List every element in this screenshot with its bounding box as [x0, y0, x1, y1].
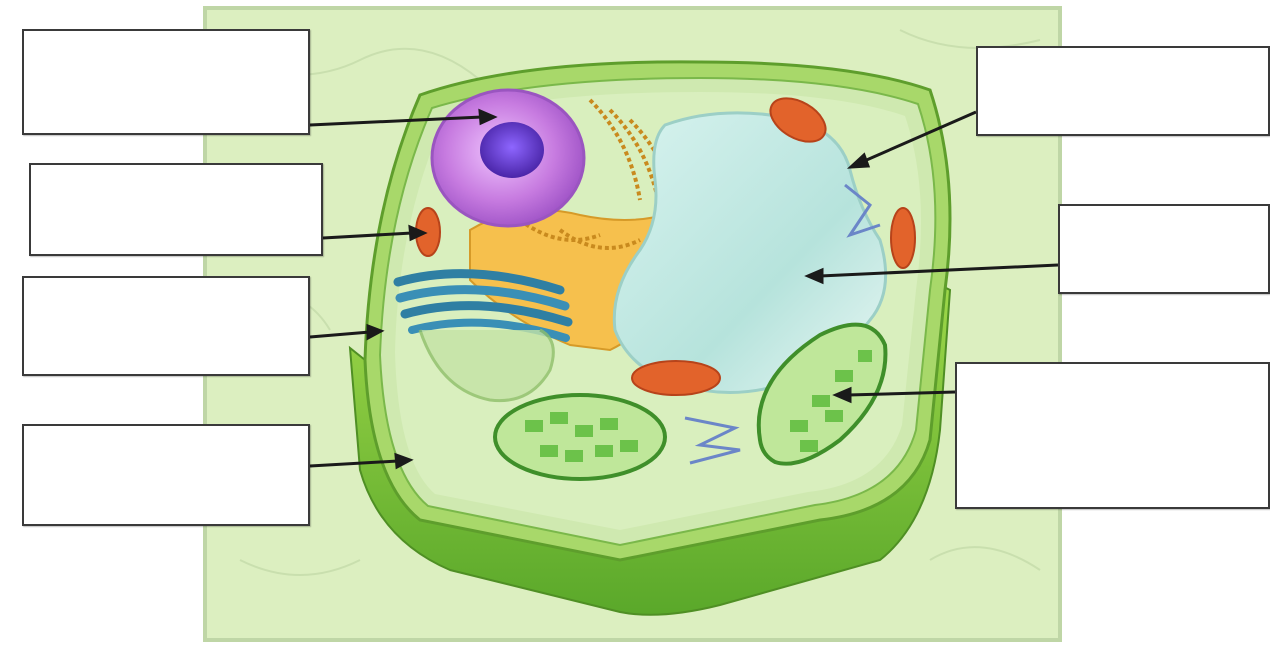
- label-box-cell-membrane[interactable]: [22, 276, 310, 376]
- label-box-mitochondria[interactable]: [29, 163, 323, 256]
- label-box-cytoplasm[interactable]: [976, 46, 1270, 136]
- nucleus: [432, 90, 584, 226]
- label-box-vacuole[interactable]: [1058, 204, 1270, 294]
- label-box-nucleus[interactable]: [22, 29, 310, 135]
- label-box-cell-wall[interactable]: [22, 424, 310, 526]
- label-box-chloroplast[interactable]: [955, 362, 1270, 509]
